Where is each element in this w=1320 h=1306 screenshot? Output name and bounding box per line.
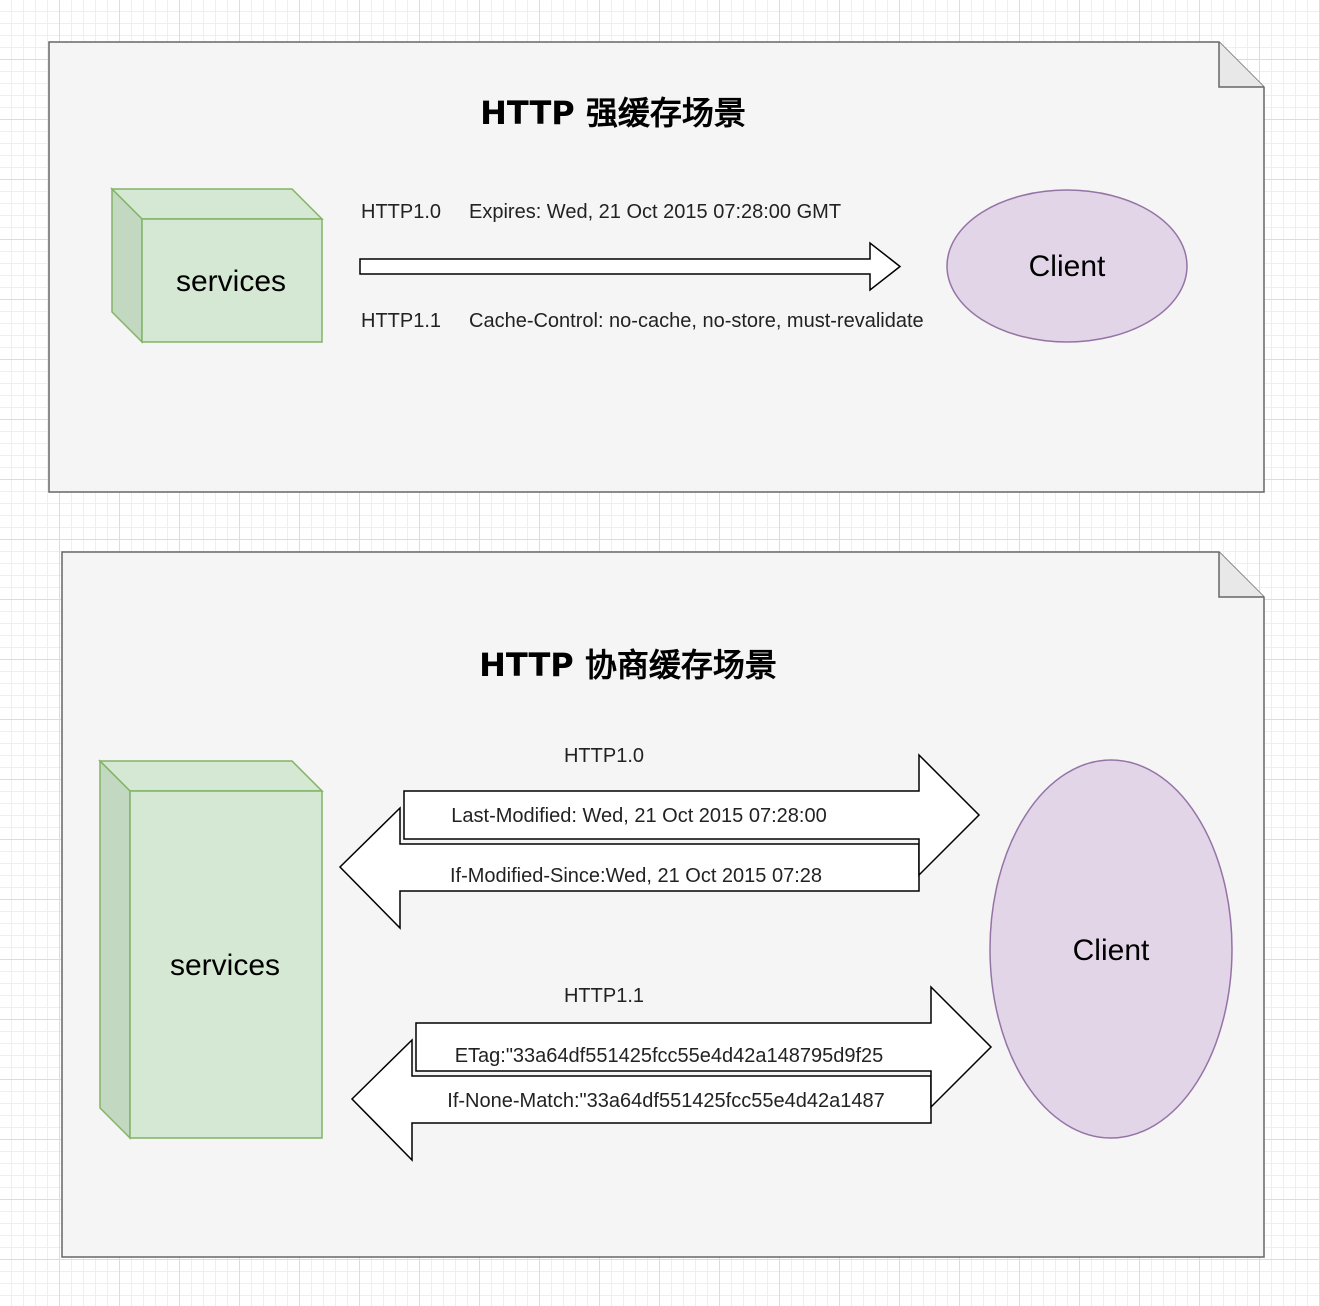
client-node: Client <box>946 189 1188 343</box>
client-label: Client <box>1029 250 1106 283</box>
http10-label: HTTP1.0 <box>361 201 441 223</box>
http10-label: HTTP1.0 <box>564 745 644 767</box>
panel-background <box>61 551 1265 1258</box>
last-modified-header-label: Last-Modified: Wed, 21 Oct 2015 07:28:00 <box>451 805 826 827</box>
strong-cache-title: HTTP 强缓存场景 <box>480 94 746 132</box>
negotiated-cache-title: HTTP 协商缓存场景 <box>479 646 777 684</box>
client-node: Client <box>989 759 1233 1139</box>
negotiated-cache-panel: HTTP 协商缓存场景 services HTTP1.0 Last-Modifi… <box>61 551 1265 1258</box>
client-label: Client <box>1073 934 1150 967</box>
panel-folded-corner <box>1218 42 1264 88</box>
strong-cache-panel: HTTP 强缓存场景 services HTTP1.0 Expires: Wed… <box>48 41 1265 493</box>
response-arrow <box>359 241 902 292</box>
etag-header-label: ETag:"33a64df551425fcc55e4d42a148795d9f2… <box>455 1045 884 1067</box>
expires-header-label: Expires: Wed, 21 Oct 2015 07:28:00 GMT <box>469 201 841 223</box>
if-modified-since-header-label: If-Modified-Since:Wed, 21 Oct 2015 07:28 <box>450 865 822 887</box>
if-none-match-header-label: If-None-Match:"33a64df551425fcc55e4d42a1… <box>447 1090 884 1112</box>
response-arrow-etag <box>415 985 993 1109</box>
cache-control-header-label: Cache-Control: no-cache, no-store, must-… <box>469 310 924 332</box>
http11-label: HTTP1.1 <box>564 985 644 1007</box>
server-cube: services <box>98 759 324 1140</box>
panel-folded-corner <box>1218 552 1264 598</box>
http11-label: HTTP1.1 <box>361 310 441 332</box>
server-label: services <box>170 949 280 982</box>
response-arrow-last-modified <box>403 753 981 877</box>
server-cube: services <box>110 187 324 344</box>
server-label: services <box>176 265 286 298</box>
